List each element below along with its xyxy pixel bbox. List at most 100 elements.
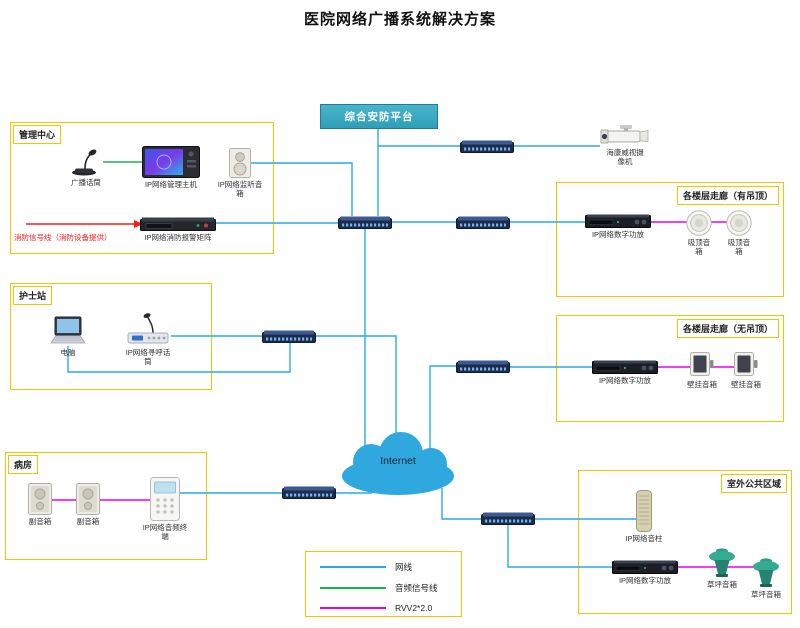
switch-icon: [338, 216, 392, 229]
diagram-title: 医院网络广播系统解决方案: [303, 11, 496, 28]
device-broadcast-mic: 广播话筒: [58, 148, 114, 187]
fire-signal-line: [26, 220, 143, 228]
device-ceiling-speaker-1: 吸顶音箱: [678, 210, 720, 257]
legend-item: 音频信号线: [320, 582, 461, 594]
device-amp-ceiling: IP网络数字功放: [577, 214, 659, 239]
switch-icon: [481, 512, 535, 525]
amplifier-icon: [585, 214, 651, 228]
legend: 网线 音频信号线 RVV2*2.0: [305, 551, 462, 617]
internet-label: Internet: [380, 455, 416, 467]
switch-icon: [460, 140, 514, 153]
device-label: 副音箱: [28, 517, 52, 526]
device-ceiling-speaker-2: 吸顶音箱: [718, 210, 760, 257]
device-label: 壁挂音箱: [687, 380, 717, 389]
group-outdoor-label: 室外公共区域: [720, 474, 787, 493]
ceiling-speaker-icon: [726, 210, 752, 236]
device-paging-mic: IP网络寻呼话筒: [120, 312, 176, 367]
speaker-icon: [28, 483, 52, 515]
group-ward-label: 病房: [8, 455, 39, 474]
network-switch-6: [282, 486, 336, 499]
group-management: 管理中心: [10, 122, 274, 254]
fire-arrow-head: [134, 220, 143, 228]
device-label: 副音箱: [76, 517, 100, 526]
group-corridor-ceiling: 各楼层走廊（有吊顶）: [556, 182, 784, 297]
device-wall-speaker-2: 壁挂音箱: [724, 350, 768, 389]
device-label: IP网络数字功放: [618, 576, 672, 585]
microphone-icon: [72, 149, 97, 176]
switch-icon: [282, 486, 336, 499]
wall-terminal-icon: [150, 477, 180, 521]
group-corridor-open-label: 各楼层走廊（无吊顶）: [676, 319, 779, 338]
wall-speaker-icon: [734, 352, 758, 376]
legend-line-net: [320, 566, 386, 568]
network-switch-7: [481, 512, 535, 525]
group-corridor-open: 各楼层走廊（无吊顶）: [556, 315, 784, 422]
network-switch-2: [338, 216, 392, 229]
device-label: 壁挂音箱: [731, 380, 761, 389]
device-ward-speaker-2: 副音箱: [72, 483, 104, 526]
switch-icon: [456, 360, 510, 373]
device-lawn-speaker-2: 草坪音箱: [744, 556, 788, 599]
ceiling-speaker-icon: [686, 210, 712, 236]
device-label: IP网络监听音箱: [217, 180, 263, 199]
device-fire-matrix: IP网络消防报警矩阵: [128, 217, 228, 242]
group-corridor-ceiling-label: 各楼层走廊（有吊顶）: [676, 186, 779, 205]
cloud-icon: [342, 432, 454, 495]
laptop-icon: [50, 316, 86, 344]
device-label: IP网络管理主机: [144, 180, 198, 189]
security-platform-node: 综合安防平台: [320, 104, 438, 129]
cctv-camera-icon: [600, 125, 649, 144]
device-audio-terminal: IP网络音频终端: [136, 477, 194, 542]
fire-alarm-matrix-icon: [140, 217, 216, 231]
legend-item: 网线: [320, 561, 461, 573]
device-wall-speaker-1: 壁挂音箱: [680, 350, 724, 389]
device-label: 吸顶音箱: [727, 238, 751, 257]
legend-line-rvv: [320, 607, 386, 609]
amplifier-icon: [612, 560, 678, 574]
device-amp-outdoor: IP网络数字功放: [604, 560, 686, 585]
switch-icon: [262, 330, 316, 343]
device-label: 海康威视摄像机: [606, 148, 644, 167]
speaker-icon: [229, 148, 251, 178]
device-label: 吸顶音箱: [687, 238, 711, 257]
group-nurse-station-label: 护士站: [13, 286, 53, 305]
legend-label: RVV2*2.0: [395, 603, 433, 613]
group-outdoor: 室外公共区域: [578, 470, 792, 614]
amplifier-icon: [592, 360, 658, 374]
device-label: IP网络音柱: [625, 534, 663, 543]
device-amp-open: IP网络数字功放: [584, 360, 666, 385]
switch-icon: [456, 216, 510, 229]
device-label: IP网络消防报警矩阵: [144, 233, 212, 242]
legend-label: 网线: [395, 562, 413, 572]
legend-label: 音频信号线: [395, 583, 438, 593]
lawn-speaker-icon: [709, 548, 735, 577]
legend-item: RVV2*2.0: [320, 603, 461, 613]
device-label: 电脑: [60, 348, 76, 357]
device-ward-speaker-1: 副音箱: [24, 483, 56, 526]
device-label: IP网络寻呼话筒: [125, 348, 171, 367]
device-laptop: 电脑: [40, 316, 96, 357]
network-switch-3: [456, 216, 510, 229]
lawn-speaker-icon: [753, 558, 779, 587]
wall-speaker-icon: [690, 352, 714, 376]
network-switch-4: [262, 330, 316, 343]
speaker-icon: [76, 483, 100, 515]
device-label: 草坪音箱: [751, 590, 781, 599]
network-switch-1: [460, 140, 514, 153]
device-label: IP网络数字功放: [598, 376, 652, 385]
rack-host-icon: [142, 146, 200, 178]
device-mgmt-host: IP网络管理主机: [128, 146, 214, 189]
legend-line-audio: [320, 587, 386, 589]
paging-microphone-icon: [127, 313, 169, 344]
device-lawn-speaker-1: 草坪音箱: [700, 546, 744, 589]
device-camera: 海康威视摄像机: [588, 124, 662, 167]
group-management-label: 管理中心: [13, 125, 62, 144]
device-monitor-speaker: IP网络监听音箱: [216, 148, 264, 199]
device-label: IP网络数字功放: [591, 230, 645, 239]
device-label: 草坪音箱: [707, 580, 737, 589]
network-switch-5: [456, 360, 510, 373]
device-label: IP网络音频终端: [142, 523, 188, 542]
internet-cloud: [342, 432, 454, 495]
device-label: 广播话筒: [71, 178, 101, 187]
